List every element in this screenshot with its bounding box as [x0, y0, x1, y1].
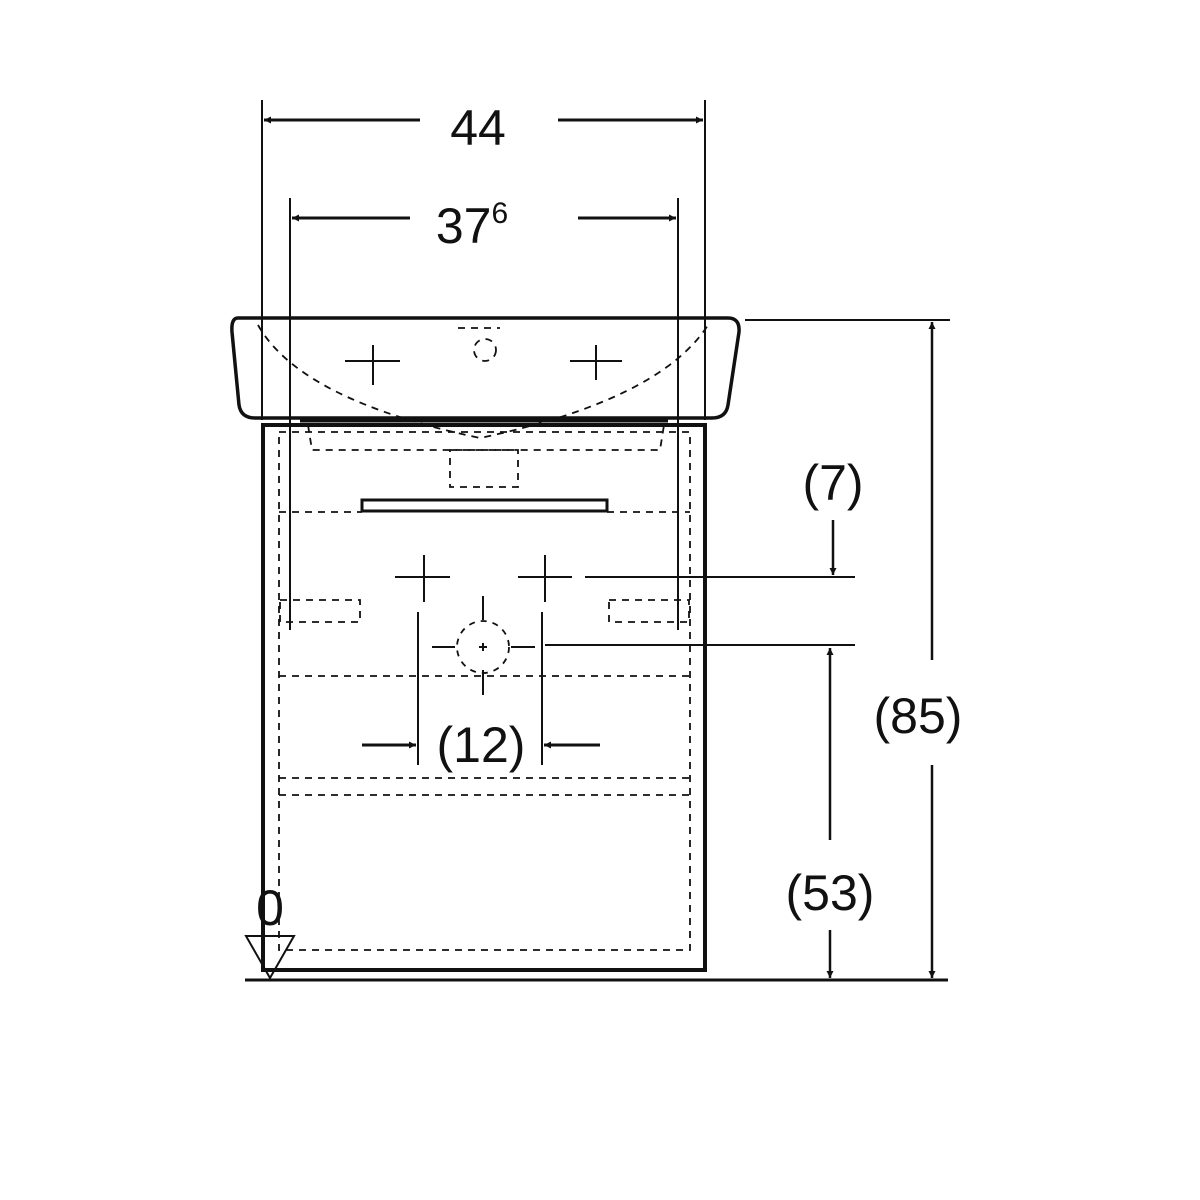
- floor-level-label: 0: [256, 880, 284, 936]
- drawer-handle: [360, 498, 609, 513]
- dimension-lines: [264, 116, 936, 978]
- waste-outlet: [456, 620, 510, 674]
- dimension-tap-offset: (7): [802, 455, 863, 511]
- dimension-total-height: (85): [874, 688, 963, 744]
- tap-hole-marks: [345, 345, 622, 695]
- extension-lines: [261, 100, 950, 765]
- inner-width-superscript: 6: [491, 197, 508, 230]
- dimension-waste-height: (53): [786, 865, 875, 921]
- dimension-overall-width: 44: [450, 100, 506, 156]
- washbasin-hidden-lines: [257, 324, 709, 513]
- floor-level-triangle: [244, 935, 296, 981]
- dimension-inner-width: 376: [436, 197, 508, 254]
- inner-width-value: 37: [436, 198, 492, 254]
- cabinet-hidden-lines: [278, 431, 691, 951]
- cabinet-outline: [261, 423, 707, 972]
- washbasin-outline: [230, 316, 741, 420]
- dimension-waste-spacing: (12): [437, 717, 526, 773]
